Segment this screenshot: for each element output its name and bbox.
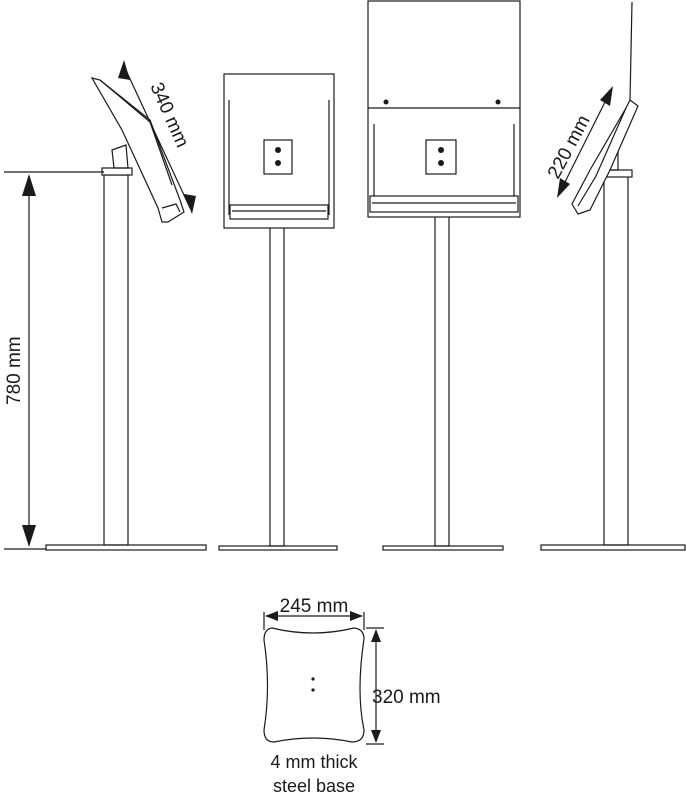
pole — [603, 174, 629, 546]
pole — [434, 174, 450, 547]
tray-depth-label: 220 mm — [544, 112, 595, 182]
dim-base-depth: 320 mm — [366, 627, 441, 745]
tray-back-edge — [629, 1, 633, 101]
base-note-line-2: steel base — [273, 776, 355, 796]
base-depth-label: 320 mm — [372, 687, 441, 708]
base-plate — [540, 544, 686, 551]
mount-plate — [263, 139, 293, 175]
pole-cap — [101, 167, 133, 176]
dim-base-width: 245 mm — [263, 596, 365, 630]
mount-bracket — [111, 144, 129, 169]
tilted-tray — [90, 77, 185, 223]
dim-height: 780 mm — [4, 171, 104, 550]
mount-plate — [425, 139, 457, 175]
front-view-small — [218, 73, 338, 551]
pole — [103, 174, 129, 546]
tray-lip — [161, 203, 181, 213]
base-plate — [45, 544, 207, 551]
tray-inner-edge — [577, 107, 627, 207]
base-top-view — [263, 627, 365, 743]
height-label: 780 mm — [4, 336, 25, 405]
tray-shelf — [369, 195, 519, 213]
tray-back-panel — [367, 0, 521, 218]
front-view-tall — [367, 0, 521, 551]
base-note-line-1: 4 mm thick — [270, 752, 358, 772]
side-view-right — [540, 1, 686, 551]
side-view-left — [45, 77, 207, 551]
base-width-label: 245 mm — [280, 596, 349, 617]
base-plate-outline — [263, 627, 365, 743]
tray-shelf — [229, 204, 329, 220]
pole — [269, 174, 285, 547]
